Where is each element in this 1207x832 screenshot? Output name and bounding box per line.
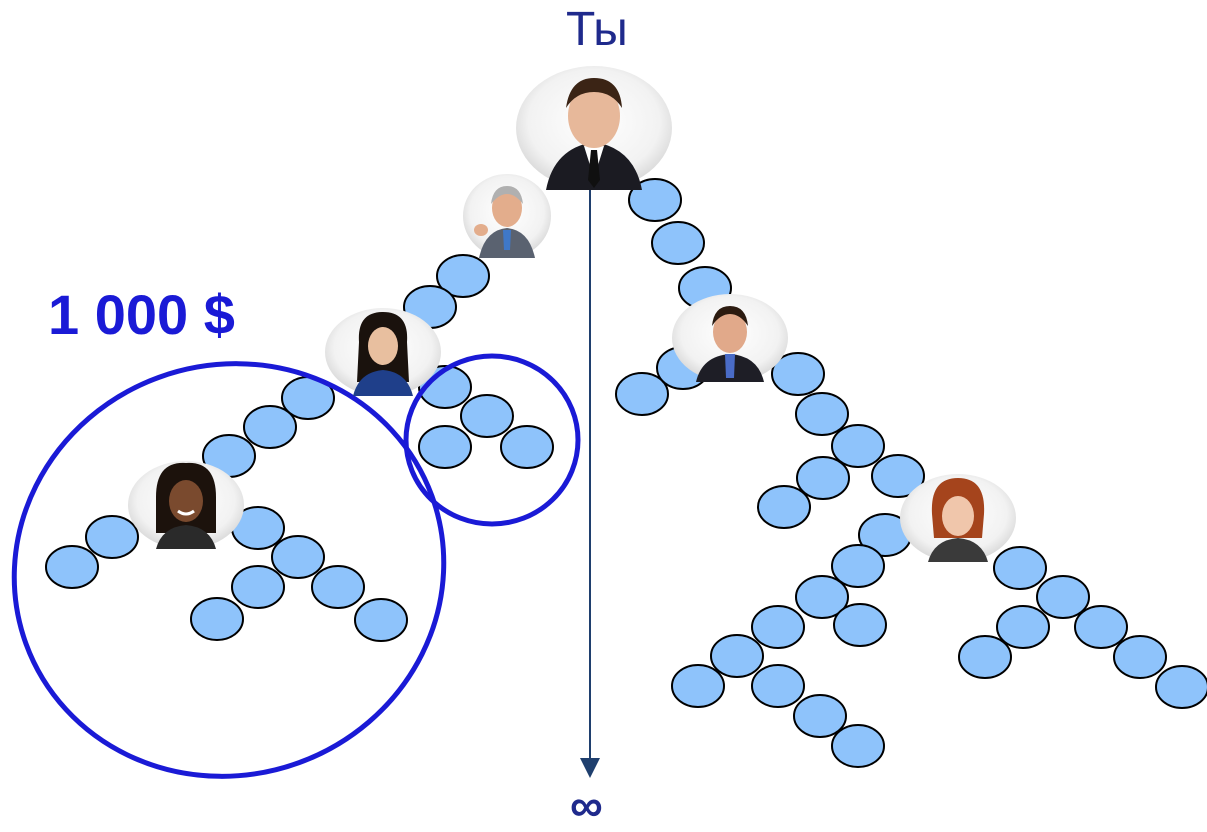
highlight-ring-small <box>403 353 581 527</box>
downline-node <box>1036 575 1090 619</box>
senior-businessman-avatar-icon <box>463 174 551 258</box>
businessman-avatar-icon <box>672 294 788 382</box>
downline-node <box>243 405 297 449</box>
downline-node <box>231 565 285 609</box>
downline-node <box>757 485 811 529</box>
downline-node <box>500 425 554 469</box>
redhead-woman-avatar-icon <box>900 474 1016 562</box>
downline-node <box>831 724 885 768</box>
downline-node <box>996 605 1050 649</box>
highlight-ring-left <box>11 361 447 779</box>
downline-node <box>354 598 408 642</box>
avatar-woman-2 <box>128 461 244 549</box>
downline-node <box>418 425 472 469</box>
downline-node <box>85 515 139 559</box>
avatar-woman-3 <box>900 474 1016 562</box>
downline-node <box>793 694 847 738</box>
downline-node <box>1155 665 1207 709</box>
downline-node <box>651 221 705 265</box>
downline-node <box>1074 605 1128 649</box>
downline-node <box>771 352 825 396</box>
downline-node <box>958 635 1012 679</box>
downline-node <box>795 392 849 436</box>
infinity-label: ∞ <box>570 779 603 831</box>
downline-node <box>271 535 325 579</box>
downline-node <box>710 634 764 678</box>
businesswoman-avatar-icon <box>325 308 441 396</box>
downline-node <box>311 565 365 609</box>
downline-node <box>628 178 682 222</box>
downline-node <box>833 603 887 647</box>
downline-node <box>831 544 885 588</box>
downline-node <box>460 394 514 438</box>
smiling-woman-avatar-icon <box>128 461 244 549</box>
downline-node <box>751 664 805 708</box>
downline-node <box>795 575 849 619</box>
amount-label: 1 000 $ <box>48 283 235 346</box>
downline-node <box>796 456 850 500</box>
avatar-man-2 <box>672 294 788 382</box>
downline-node <box>1113 635 1167 679</box>
downline-node <box>436 254 490 298</box>
downline-node <box>831 424 885 468</box>
downline-node <box>615 372 669 416</box>
downline-node <box>45 545 99 589</box>
downline-node <box>871 454 925 498</box>
node-group <box>45 178 1207 768</box>
you-label: Ты <box>566 3 628 56</box>
downline-node <box>671 664 725 708</box>
avatar-senior-man <box>463 174 551 258</box>
downline-node <box>190 597 244 641</box>
avatar-you <box>516 66 672 190</box>
downline-node <box>751 605 805 649</box>
downline-node <box>993 546 1047 590</box>
businessman-avatar-icon <box>516 66 672 190</box>
avatar-woman-1 <box>325 308 441 396</box>
